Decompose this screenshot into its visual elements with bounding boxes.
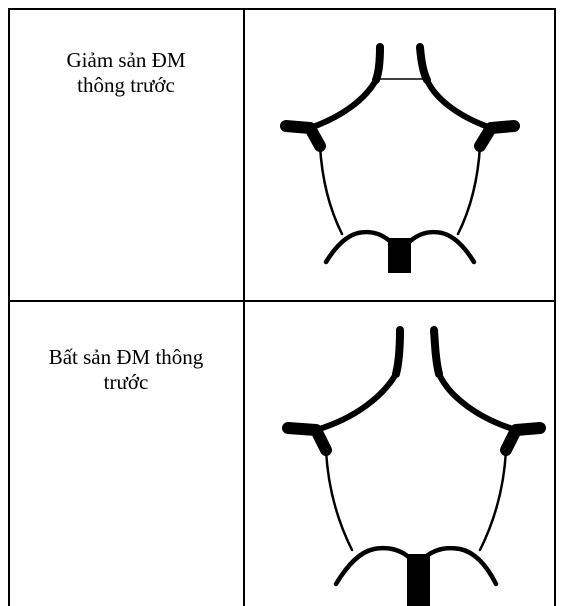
basilar-artery bbox=[388, 238, 411, 273]
left-anterior-cerebral-artery bbox=[372, 43, 384, 84]
right-posterior-communicating-artery bbox=[456, 144, 482, 236]
table-border-left bbox=[8, 8, 10, 606]
right-a1-segment bbox=[424, 77, 494, 131]
table-border-right bbox=[554, 8, 556, 606]
left-a1-segment bbox=[313, 371, 399, 433]
left-a1-segment bbox=[307, 77, 379, 131]
aplastic-anterior-communicating-artery-diagram bbox=[282, 326, 546, 606]
basilar-artery bbox=[407, 554, 430, 606]
table-border-top bbox=[8, 8, 556, 10]
left-anterior-cerebral-artery bbox=[392, 326, 404, 378]
column-divider bbox=[243, 8, 245, 606]
right-a1-segment bbox=[436, 371, 519, 433]
hypoplastic-anterior-communicating-artery-diagram bbox=[280, 43, 520, 273]
left-posterior-cerebral-artery bbox=[333, 545, 415, 587]
right-posterior-communicating-artery bbox=[478, 448, 508, 552]
right-posterior-cerebral-artery bbox=[419, 545, 499, 587]
row-divider bbox=[8, 300, 556, 302]
left-posterior-cerebral-artery bbox=[323, 229, 396, 265]
right-middle-cerebral-artery bbox=[474, 120, 520, 152]
left-middle-cerebral-artery bbox=[282, 422, 332, 456]
row-label-hypoplasia: Giảm sản ĐM thông trước bbox=[66, 48, 186, 97]
right-middle-cerebral-artery bbox=[500, 422, 546, 456]
row-label-aplasia: Bất sản ĐM thông trước bbox=[48, 345, 204, 394]
right-posterior-cerebral-artery bbox=[404, 229, 477, 265]
left-posterior-communicating-artery bbox=[324, 448, 354, 552]
right-anterior-cerebral-artery bbox=[430, 326, 443, 378]
left-posterior-communicating-artery bbox=[318, 144, 344, 236]
left-middle-cerebral-artery bbox=[280, 120, 326, 152]
right-anterior-cerebral-artery bbox=[416, 43, 431, 84]
